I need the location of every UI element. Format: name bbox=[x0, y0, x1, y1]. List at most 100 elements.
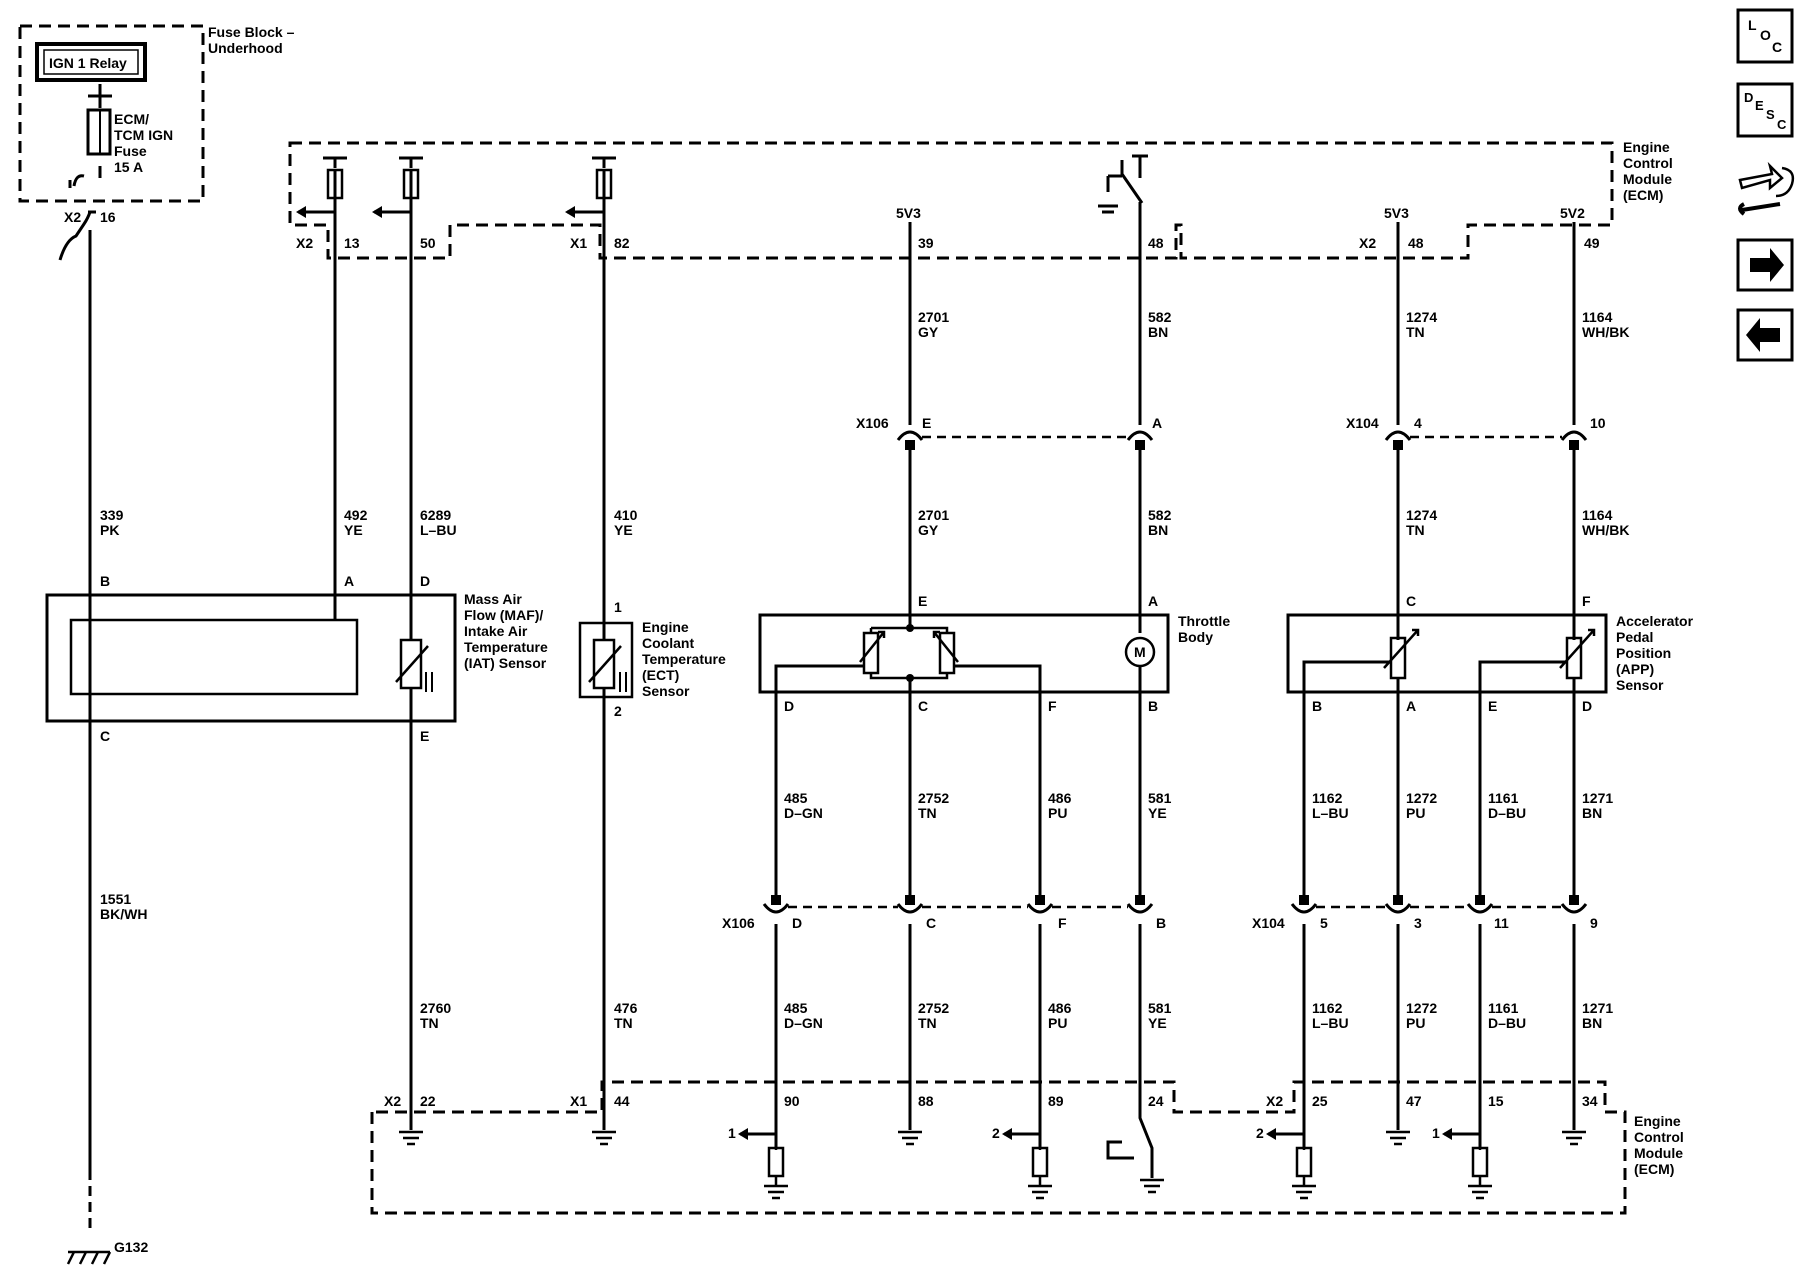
fuse-label-4: 15 A bbox=[114, 159, 143, 175]
pin-label: C bbox=[926, 915, 936, 931]
wire-label: PU bbox=[1048, 1015, 1067, 1031]
loc-button[interactable]: L O C bbox=[1736, 8, 1794, 64]
pin-label: 89 bbox=[1048, 1093, 1064, 1109]
back-button[interactable] bbox=[1736, 308, 1794, 362]
pin-label: X1 bbox=[570, 1093, 587, 1109]
wire-label: 410 bbox=[614, 507, 638, 523]
pin-label: 5V2 bbox=[1560, 205, 1585, 221]
wire-label: TN bbox=[1406, 324, 1425, 340]
ign-wire bbox=[88, 84, 112, 178]
next-button[interactable] bbox=[1736, 238, 1794, 292]
arrow-left-icon bbox=[1746, 318, 1780, 352]
pin-label: B bbox=[1312, 698, 1322, 714]
pin-label: 10 bbox=[1590, 415, 1606, 431]
wire-label: BN bbox=[1148, 324, 1168, 340]
fuse-block-box bbox=[18, 24, 205, 203]
wire-label: 485 bbox=[784, 1000, 808, 1016]
wire-label: WH/BK bbox=[1582, 522, 1629, 538]
connector-label: X106 bbox=[722, 915, 755, 931]
pin-label: 1 bbox=[614, 599, 622, 615]
pin-label: 25 bbox=[1312, 1093, 1328, 1109]
ect-sensor bbox=[578, 621, 634, 699]
ecm-bottom-label-4: (ECM) bbox=[1634, 1161, 1674, 1177]
wire-label: YE bbox=[344, 522, 363, 538]
loc-letter: C bbox=[1772, 39, 1782, 55]
wire-label: L–BU bbox=[420, 522, 457, 538]
fuse-label-2: TCM IGN bbox=[114, 127, 173, 143]
app-label-1: Accelerator bbox=[1616, 613, 1694, 629]
wire-label: GY bbox=[918, 522, 939, 538]
pin-label: 9 bbox=[1590, 915, 1598, 931]
wire-label: 6289 bbox=[420, 507, 451, 523]
pin-label: 4 bbox=[1414, 415, 1422, 431]
wire-label: 581 bbox=[1148, 1000, 1172, 1016]
wire-label: 2701 bbox=[918, 507, 949, 523]
pin-label: 90 bbox=[784, 1093, 800, 1109]
ecm-top-label-3: Module bbox=[1623, 171, 1672, 187]
maf-element bbox=[69, 618, 359, 696]
wire-label: D–BU bbox=[1488, 1015, 1526, 1031]
connector-label: X106 bbox=[856, 415, 889, 431]
pin-label: C bbox=[100, 728, 110, 744]
pin-label: C bbox=[918, 698, 928, 714]
wire-label: 1274 bbox=[1406, 507, 1437, 523]
pin-label: E bbox=[922, 415, 931, 431]
wire-label: 339 bbox=[100, 507, 124, 523]
wire-label: BN bbox=[1148, 522, 1168, 538]
app-sensor bbox=[1286, 613, 1608, 694]
wire-label: TN bbox=[918, 1015, 937, 1031]
wire-label: 1271 bbox=[1582, 790, 1613, 806]
fuse-label-1: ECM/ bbox=[114, 111, 149, 127]
maf-label-3: Intake Air bbox=[464, 623, 528, 639]
wire-label: 476 bbox=[614, 1000, 638, 1016]
wire-label: 582 bbox=[1148, 309, 1172, 325]
pin-label: F bbox=[1048, 698, 1057, 714]
pin-label: E bbox=[420, 728, 429, 744]
pin-label: D bbox=[420, 573, 430, 589]
app-label-4: (APP) bbox=[1616, 661, 1654, 677]
wire-label: 2752 bbox=[918, 1000, 949, 1016]
ground-symbols bbox=[399, 1130, 1586, 1194]
wire-label: L–BU bbox=[1312, 805, 1349, 821]
pin-label: 5V3 bbox=[896, 205, 921, 221]
pin-label: X2 bbox=[1266, 1093, 1283, 1109]
maf-label-1: Mass Air bbox=[464, 591, 522, 607]
connector-wrench-icon[interactable] bbox=[1738, 161, 1795, 216]
pin-label: 48 bbox=[1408, 235, 1424, 251]
pin-label: 5V3 bbox=[1384, 205, 1409, 221]
pin-label: 2 bbox=[1256, 1125, 1264, 1141]
wire-label: TN bbox=[1406, 522, 1425, 538]
wire-label: YE bbox=[1148, 805, 1167, 821]
maf-label-4: Temperature bbox=[464, 639, 548, 655]
wire-label: D–GN bbox=[784, 805, 823, 821]
wire-label: 486 bbox=[1048, 790, 1072, 806]
pin-label: B bbox=[1156, 915, 1166, 931]
ecm-bottom-label-2: Control bbox=[1634, 1129, 1684, 1145]
app-label-3: Position bbox=[1616, 645, 1671, 661]
ect-thermistor bbox=[592, 638, 616, 690]
ecm-top-label-4: (ECM) bbox=[1623, 187, 1663, 203]
pin-label: 2 bbox=[992, 1125, 1000, 1141]
pin-label: X2 bbox=[64, 209, 81, 225]
fuse-block-title-2: Underhood bbox=[208, 40, 283, 56]
throttle-label-2: Body bbox=[1178, 629, 1213, 645]
wire-label: 492 bbox=[344, 507, 368, 523]
x104-top-connector bbox=[1384, 430, 1588, 441]
wire-label: WH/BK bbox=[1582, 324, 1629, 340]
x106-top-connector bbox=[896, 430, 1154, 441]
wire-label: 486 bbox=[1048, 1000, 1072, 1016]
wire-label: PU bbox=[1048, 805, 1067, 821]
wire-label: 581 bbox=[1148, 790, 1172, 806]
pin-label: E bbox=[1488, 698, 1497, 714]
wire-label: 1272 bbox=[1406, 1000, 1437, 1016]
pin-label: 88 bbox=[918, 1093, 934, 1109]
pin-label: A bbox=[1148, 593, 1158, 609]
wire-label: 2701 bbox=[918, 309, 949, 325]
throttle-body bbox=[758, 613, 1170, 694]
pin-label: B bbox=[100, 573, 110, 589]
ecm-bottom-box bbox=[370, 1080, 1627, 1215]
g132-label: G132 bbox=[114, 1239, 148, 1255]
pin-label: 16 bbox=[100, 209, 116, 225]
desc-button[interactable]: D E S C bbox=[1736, 82, 1794, 138]
